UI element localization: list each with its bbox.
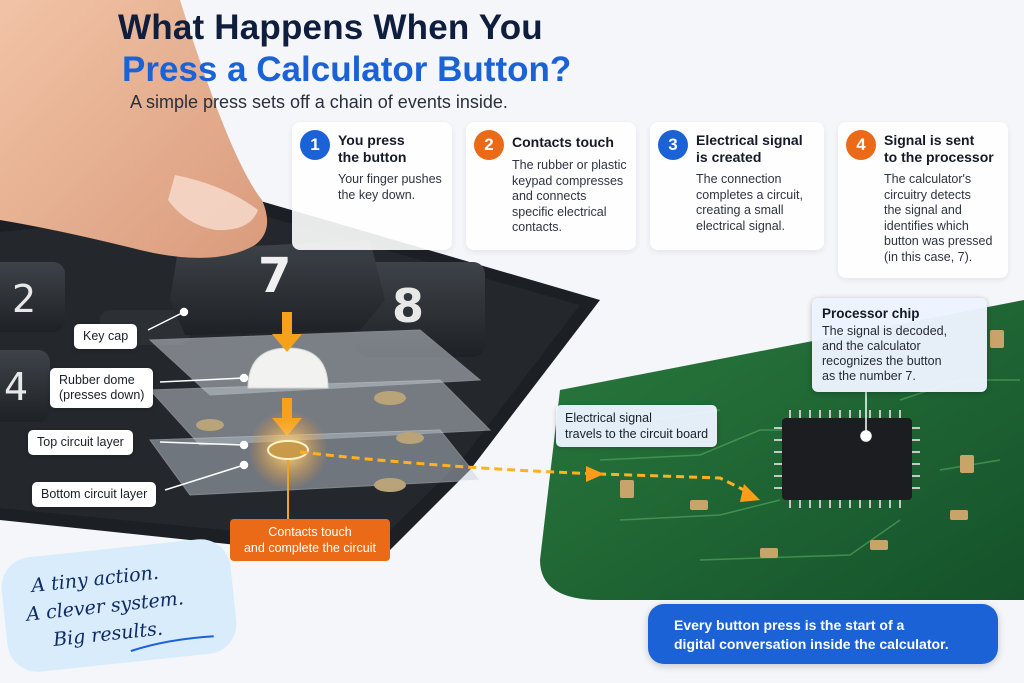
- key-eight: 8: [355, 262, 485, 357]
- pcb-components: [620, 330, 1004, 558]
- signal-arrowhead: [586, 466, 604, 482]
- key-seven: 7: [170, 240, 385, 335]
- svg-text:8: 8: [392, 279, 424, 333]
- svg-text:2: 2: [12, 277, 36, 321]
- step-2-title: Contacts touch: [512, 134, 614, 150]
- contact-pads: [196, 391, 424, 492]
- summary-banner: Every button press is the start of a dig…: [648, 604, 998, 664]
- page-title-highlight: Press a Calculator Button?: [122, 50, 572, 89]
- bottom-circuit-layer-label: Bottom circuit layer: [32, 482, 157, 507]
- tagline-badge: A tiny action. A clever system. Big resu…: [0, 536, 240, 675]
- underline-stroke: [130, 635, 214, 652]
- banner-line-1: Every button press is the start of a: [674, 617, 905, 633]
- page-title: What Happens When You: [118, 8, 543, 47]
- processor-chip-callout: Processor chip The signal is decoded,and…: [812, 298, 987, 392]
- svg-text:7: 7: [258, 248, 291, 304]
- step-4-number: 4: [846, 130, 876, 160]
- banner-line-2: digital conversation inside the calculat…: [674, 636, 949, 652]
- key-cap-label: Key cap: [74, 324, 138, 349]
- key-two: 2: [0, 262, 65, 332]
- top-circuit-layer-label: Top circuit layer: [28, 430, 133, 455]
- svg-text:4: 4: [4, 365, 28, 409]
- rubber-dome-label: Rubber dome(presses down): [50, 368, 154, 408]
- processor-chip-description: The signal is decoded,and the calculator…: [822, 324, 948, 383]
- page-subtitle: A simple press sets off a chain of event…: [130, 92, 508, 112]
- processor-chip: [774, 410, 920, 508]
- key-four: 4: [0, 350, 50, 422]
- processor-chip-title: Processor chip: [822, 306, 920, 321]
- step-3-number: 3: [658, 130, 688, 160]
- step-1-number: 1: [300, 130, 330, 160]
- step-2-number: 2: [474, 130, 504, 160]
